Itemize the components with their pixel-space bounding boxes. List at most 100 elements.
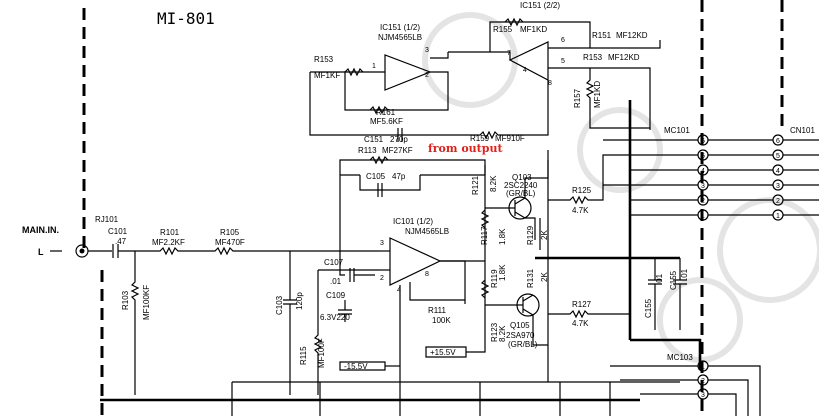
ic151a-part: NJM4565LB <box>378 33 422 42</box>
r127-ref: R127 <box>572 300 592 309</box>
r159-symbol <box>470 80 549 140</box>
r153-symbol <box>344 67 364 77</box>
q105-ref: Q105 <box>510 321 530 330</box>
ic101a-name: IC101 (1/2) <box>393 217 433 226</box>
r161-ref: R161 <box>376 108 396 117</box>
r113-value: MF27KF <box>382 146 413 155</box>
svg-text:1: 1 <box>701 364 705 371</box>
ic151b-opamp: IC151 (2/2) 7 6 5 4 8 <box>507 1 565 87</box>
c155-value: .01 <box>655 273 664 285</box>
r125-value: 4.7K <box>572 206 589 215</box>
r161-symbol <box>369 105 389 115</box>
q105-transistor: Q105 2SA970 (GR/BL) <box>506 293 540 349</box>
r101-value: MF2.2KF <box>152 238 185 247</box>
r117-ref: R117 <box>480 226 489 245</box>
r119-value: 1.8K <box>498 264 507 281</box>
svg-text:4: 4 <box>701 168 705 175</box>
board-title: MI-801 <box>157 9 215 28</box>
r129-value: 2K <box>540 230 549 240</box>
ic101a-pin8: 8 <box>425 271 429 278</box>
r117-value: 1.8K <box>498 228 507 245</box>
r155-symbol <box>504 17 524 27</box>
r113-ref: R113 <box>358 146 377 155</box>
r103-value: MF100KF <box>142 285 151 320</box>
ic151b-pin4: 4 <box>523 67 527 74</box>
q105-part: 2SA970 <box>506 331 535 340</box>
c101-ref: C101 <box>108 227 128 236</box>
board-boundaries <box>82 0 784 416</box>
r127-value: 4.7K <box>572 319 589 328</box>
r103-ref: R103 <box>121 290 130 310</box>
ic101a-pin2: 2 <box>380 275 384 282</box>
r105-value: MF470F <box>215 238 245 247</box>
cn101-pin: 4 <box>772 164 784 176</box>
r151-ref: R151 <box>592 31 612 40</box>
c105-ref: C105 <box>366 172 386 181</box>
neg-supply-label: -15.5V <box>344 362 368 371</box>
svg-text:3: 3 <box>776 183 780 190</box>
c103-value: 120p <box>295 292 304 310</box>
cn101-pin: 1 <box>772 209 784 221</box>
q103-ref: Q103 <box>512 173 532 182</box>
c155-ref: C155 <box>644 298 653 318</box>
r121-ref: R121 <box>471 175 480 195</box>
ic151a-opamp: IC151 (1/2) NJM4565LB 1 3 2 <box>372 23 432 91</box>
svg-text:3: 3 <box>701 392 705 399</box>
svg-text:4: 4 <box>776 168 780 175</box>
r115-ref: R115 <box>299 346 308 365</box>
c101-value: .47 <box>115 237 127 246</box>
neg-supply-box <box>339 361 386 371</box>
r161-value: MF5.6KF <box>370 117 403 126</box>
ic101a-opamp: IC101 (1/2) NJM4565LB 3 2 8 4 <box>380 217 449 294</box>
r153-value: MF1KF <box>314 71 340 80</box>
r115-value: MF100F <box>317 338 326 368</box>
mc103-pin: 2 <box>697 374 709 386</box>
mc101-pin: 5 <box>697 149 709 161</box>
r151-value: MF12KD <box>616 31 648 40</box>
svg-text:1: 1 <box>776 213 780 220</box>
ic101a-part: NJM4565LB <box>405 227 449 236</box>
c109-ref: C109 <box>326 291 346 300</box>
ic101a-pin3: 3 <box>380 240 384 247</box>
r155-ref: R155 <box>493 25 513 34</box>
svg-text:2: 2 <box>701 198 705 205</box>
c103-ref: C103 <box>275 295 284 315</box>
c107-value: .01 <box>330 277 342 286</box>
r101-ref: R101 <box>160 228 180 237</box>
svg-text:3: 3 <box>701 183 705 190</box>
ic151a-name: IC151 (1/2) <box>380 23 420 32</box>
c151-ref: C151 <box>364 135 384 144</box>
q103-grade: (GR/BL) <box>506 189 536 198</box>
mc101-label: MC101 <box>664 126 690 135</box>
cn101-pins: 6 5 4 3 2 1 <box>772 134 784 221</box>
r113-symbol <box>369 155 389 165</box>
rj101-label: RJ101 <box>95 215 119 224</box>
c151-value: 270p <box>390 135 408 144</box>
from-output-note: from output <box>428 142 503 155</box>
r159-ref: R159 <box>470 134 490 143</box>
svg-text:6: 6 <box>776 138 780 145</box>
c157-value: .01 <box>680 268 689 280</box>
r105-ref: R105 <box>220 228 240 237</box>
svg-text:6: 6 <box>701 138 705 145</box>
r155-value: MF1KD <box>520 25 547 34</box>
r157-ref: R157 <box>573 88 582 108</box>
pos-supply-box <box>425 346 467 358</box>
c105-value: 47p <box>392 172 406 181</box>
r153-ref: R153 <box>314 55 334 64</box>
q103-part: 2SC2240 <box>504 181 538 190</box>
ic151a-pin1: 1 <box>372 63 376 70</box>
ic151b-name: IC151 (2/2) <box>520 1 560 10</box>
svg-text:5: 5 <box>701 153 705 160</box>
cn101-pin: 3 <box>772 179 784 191</box>
ic101a-pin4: 4 <box>397 287 401 294</box>
r131-ref: R131 <box>526 268 535 288</box>
channel-label: L <box>38 247 44 257</box>
ic151a-pin3: 3 <box>425 47 429 54</box>
mc101-pin: 4 <box>697 164 709 176</box>
ic151a-pin2: 2 <box>425 72 429 79</box>
cn101-label: CN101 <box>790 126 815 135</box>
r153b-ref: R153 <box>583 53 603 62</box>
r125-ref: R125 <box>572 186 592 195</box>
